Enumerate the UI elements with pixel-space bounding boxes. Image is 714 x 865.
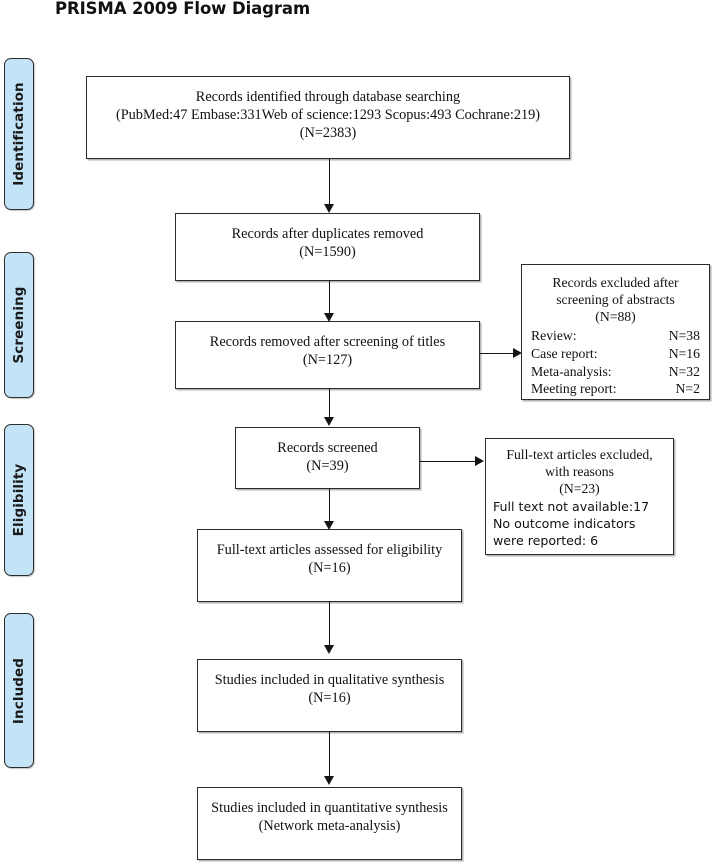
box-records-screened: Records screened (N=39) (235, 427, 420, 489)
box-fulltext-assessed: Full-text articles assessed for eligibil… (197, 529, 462, 602)
stage-pill-eligibility: Eligibility (4, 424, 34, 576)
box-excluded-fulltext-head2: with reasons (545, 464, 614, 479)
excluded-abstracts-row-value: N=2 (675, 381, 700, 397)
box-duplicates-removed-line1: Records after duplicates removed (231, 226, 424, 242)
excluded-abstracts-row-label: Review: (531, 328, 577, 343)
box-titles-removed-line1: Records removed after screening of title… (209, 334, 446, 350)
box-excluded-fulltext-head1: Full-text articles excluded, (506, 447, 653, 462)
stage-label-identification: Identification (11, 82, 27, 186)
arrow-duplicates-to-titles (324, 313, 334, 322)
box-fulltext-assessed-line2: (N=16) (308, 560, 351, 576)
box-titles-removed-line2: (N=127) (302, 352, 353, 368)
arrow-titles-to-screened (324, 417, 334, 426)
box-records-identified-line2: (PubMed:47 Embase:331Web of science:1293… (115, 107, 541, 123)
box-quantitative-synthesis-line2: (Network meta-analysis) (258, 818, 401, 834)
excluded-fulltext-reason: No outcome indicators (493, 515, 636, 531)
excluded-abstracts-row: Case report: N=16 (531, 345, 702, 363)
box-quantitative-synthesis: Studies included in quantitative synthes… (197, 787, 462, 860)
box-qualitative-synthesis-line2: (N=16) (308, 690, 351, 706)
page-title: PRISMA 2009 Flow Diagram (55, 0, 311, 18)
stage-pill-screening: Screening (4, 252, 34, 398)
arrow-qualitative-to-quantitative (324, 776, 334, 785)
box-excluded-fulltext-head3: (N=23) (559, 481, 600, 496)
excluded-abstracts-row: Meta-analysis: N=32 (531, 363, 702, 381)
excluded-abstracts-row-value: N=32 (668, 363, 700, 379)
box-records-screened-line2: (N=39) (306, 458, 349, 474)
stage-label-eligibility: Eligibility (11, 463, 27, 537)
box-fulltext-assessed-line1: Full-text articles assessed for eligibil… (216, 542, 443, 558)
box-excluded-abstracts: Records excluded after screening of abst… (521, 264, 710, 400)
excluded-fulltext-reason-list: Full text not available:17 No outcome in… (493, 499, 666, 550)
connector-qualitative-to-quantitative (329, 732, 330, 780)
box-records-screened-line1: Records screened (277, 440, 378, 456)
box-records-identified-line1: Records identified through database sear… (195, 89, 461, 105)
connector-titles-to-screened (329, 389, 330, 421)
box-duplicates-removed-line2: (N=1590) (299, 244, 356, 260)
arrow-titles-to-excluded-abstracts (513, 348, 522, 358)
excluded-fulltext-reason: were reported: 6 (493, 532, 599, 548)
box-titles-removed: Records removed after screening of title… (175, 321, 480, 389)
excluded-abstracts-row-label: Case report: (531, 345, 598, 361)
connector-identified-to-duplicates (329, 159, 330, 207)
excluded-abstracts-row-value: N=16 (668, 345, 700, 361)
excluded-fulltext-reason: Full text not available:17 (493, 499, 650, 514)
excluded-abstracts-row: Meeting report: N=2 (531, 380, 702, 398)
connector-screened-to-excluded-fulltext (420, 461, 478, 462)
connector-duplicates-to-titles (329, 281, 330, 317)
connector-fulltext-assessed-to-qualitative (329, 602, 330, 649)
stage-label-screening: Screening (11, 286, 27, 364)
box-qualitative-synthesis-line1: Studies included in qualitative synthesi… (214, 672, 445, 688)
stage-pill-included: Included (4, 613, 34, 768)
box-excluded-fulltext: Full-text articles excluded, with reason… (485, 438, 674, 555)
box-excluded-abstracts-head2: screening of abstracts (556, 292, 675, 307)
excluded-abstracts-row-label: Meeting report: (531, 381, 617, 397)
stage-label-included: Included (11, 657, 27, 724)
box-duplicates-removed: Records after duplicates removed (N=1590… (175, 213, 480, 281)
excluded-abstracts-reason-list: Review: N=38 Case report: N=16 Meta-anal… (531, 327, 702, 398)
connector-screened-to-fulltext-assessed (329, 489, 330, 525)
stage-pill-identification: Identification (4, 58, 34, 210)
arrow-identified-to-duplicates (324, 204, 334, 213)
excluded-abstracts-row-value: N=38 (668, 328, 700, 343)
box-excluded-abstracts-head1: Records excluded after (552, 275, 679, 290)
box-records-identified: Records identified through database sear… (86, 76, 570, 159)
arrow-screened-to-excluded-fulltext (475, 456, 484, 466)
arrow-screened-to-fulltext-assessed (324, 521, 334, 530)
box-excluded-abstracts-head3: (N=88) (595, 309, 636, 324)
connector-titles-to-excluded-abstracts (480, 353, 517, 354)
arrow-fulltext-assessed-to-qualitative (324, 645, 334, 654)
box-qualitative-synthesis: Studies included in qualitative synthesi… (197, 659, 462, 732)
box-quantitative-synthesis-line1: Studies included in quantitative synthes… (211, 800, 448, 816)
excluded-abstracts-row-label: Meta-analysis: (531, 363, 612, 379)
excluded-abstracts-row: Review: N=38 (531, 327, 702, 345)
box-records-identified-line3: (N=2383) (299, 125, 357, 141)
